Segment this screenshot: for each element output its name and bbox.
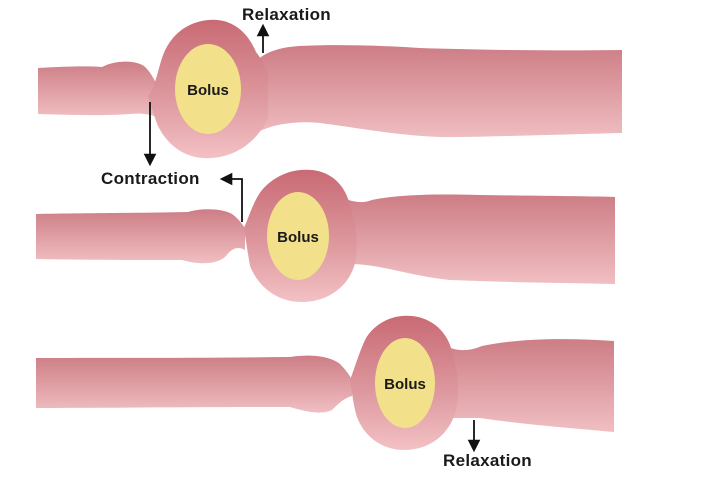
bolus-3 [375,338,435,428]
esophagus-segment-3 [36,355,352,413]
bolus-3-label: Bolus [384,376,426,393]
contraction-label: Contraction [101,169,200,188]
stage-2: Bolus [36,169,615,302]
contraction-elbow-arrow [219,172,243,222]
bolus-2-label: Bolus [277,229,319,246]
esophagus-segment-2 [36,209,245,264]
stage-1: Bolus [38,19,622,159]
stage-3: Bolus [36,315,614,450]
bolus-2 [267,192,329,280]
esophagus-segment-1-right [245,45,622,141]
relaxation-top-label: Relaxation [242,5,331,24]
esophagus-segment-3-right [440,339,614,432]
esophagus-segment-1 [38,61,158,118]
relaxation-bottom-label: Relaxation [443,451,532,470]
bolus-1 [175,44,241,134]
esophagus-segment-2-right [340,194,615,284]
bolus-1-label: Bolus [187,82,229,99]
